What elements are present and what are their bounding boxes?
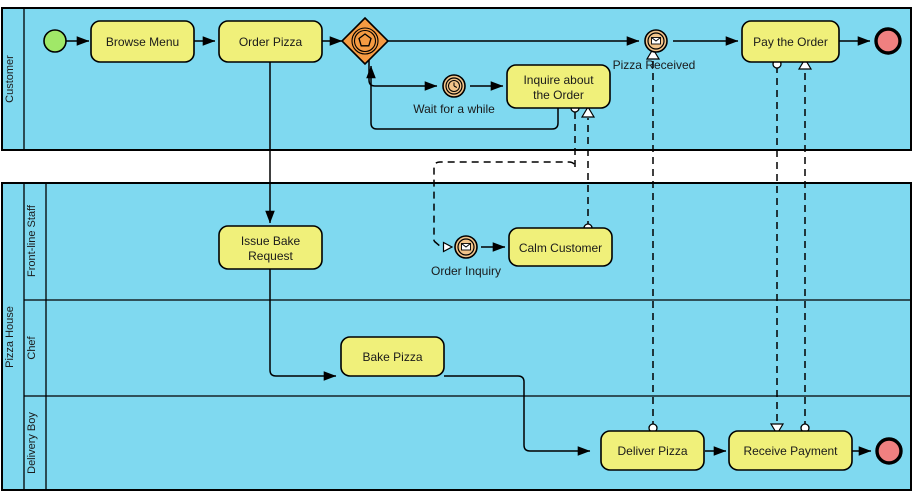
timer-intermediate-event-wait[interactable]: [442, 74, 466, 98]
sequence-flows: [66, 36, 872, 456]
lane-label-chef: Chef: [26, 335, 38, 359]
msgflow-target-marker-order-inquiry: [442, 241, 454, 253]
task-deliver-pizza[interactable]: Deliver Pizza: [600, 430, 705, 471]
lane-label-front-line-staff: Front-line Staff: [26, 204, 38, 277]
task-label-order-pizza: Order Pizza: [239, 35, 303, 49]
task-bake-pizza[interactable]: Bake Pizza: [340, 336, 445, 377]
message-start-event-order-inquiry[interactable]: [454, 235, 478, 259]
task-receive-payment[interactable]: Receive Payment: [728, 430, 853, 471]
task-label-receive-payment: Receive Payment: [743, 444, 838, 458]
task-label-issue-bake-request-line1: Issue Bake: [241, 234, 301, 248]
lane-label-delivery-boy: Delivery Boy: [26, 412, 38, 474]
event-label-wait-for-a-while: Wait for a while: [413, 102, 495, 116]
pool-label-pizza-house: Pizza House: [4, 306, 16, 368]
event-label-pizza-received: Pizza Received: [613, 58, 696, 72]
msgflow-target-marker-pizza-received: [645, 47, 661, 60]
msgflow-target-marker-receive-payment: [769, 423, 785, 436]
task-label-bake-pizza: Bake Pizza: [362, 350, 422, 364]
pool-label-customer: Customer: [4, 55, 16, 103]
end-event-pizza-house[interactable]: [875, 437, 903, 465]
task-label-browse-menu: Browse Menu: [106, 35, 179, 49]
flow-bake-pizza-to-deliver-pizza: [444, 375, 591, 456]
task-label-deliver-pizza: Deliver Pizza: [617, 444, 687, 458]
task-inquire-about-the-order[interactable]: Inquire about the Order: [506, 64, 611, 109]
msgflow-target-marker-pay-order: [797, 57, 813, 70]
event-label-order-inquiry: Order Inquiry: [431, 264, 501, 278]
task-pay-the-order[interactable]: Pay the Order: [741, 20, 840, 63]
message-intermediate-event-pizza-received[interactable]: [644, 29, 668, 53]
task-label-issue-bake-request-line2: Request: [248, 249, 293, 263]
start-event-customer[interactable]: [43, 29, 67, 53]
task-label-inquire-about-the-order-line1: Inquire about: [523, 73, 594, 87]
end-event-customer[interactable]: [874, 27, 902, 55]
msgflow-inquire-to-order-inquiry: [433, 112, 576, 241]
flow-issue-bake-request-to-bake-pizza: [269, 269, 337, 381]
task-issue-bake-request[interactable]: Issue Bake Request: [218, 225, 323, 270]
task-calm-customer[interactable]: Calm Customer: [508, 227, 613, 267]
task-order-pizza[interactable]: Order Pizza: [218, 20, 323, 63]
task-label-pay-the-order: Pay the Order: [753, 35, 828, 49]
msgflow-inquire-tail: [433, 240, 442, 248]
flow-inquire-to-gateway: [366, 65, 559, 130]
msgflow-target-marker-inquire: [580, 105, 596, 118]
task-browse-menu[interactable]: Browse Menu: [90, 20, 195, 63]
event-based-gateway[interactable]: [340, 16, 390, 66]
task-label-inquire-about-the-order-line2: the Order: [533, 88, 584, 102]
task-label-calm-customer: Calm Customer: [519, 241, 602, 255]
